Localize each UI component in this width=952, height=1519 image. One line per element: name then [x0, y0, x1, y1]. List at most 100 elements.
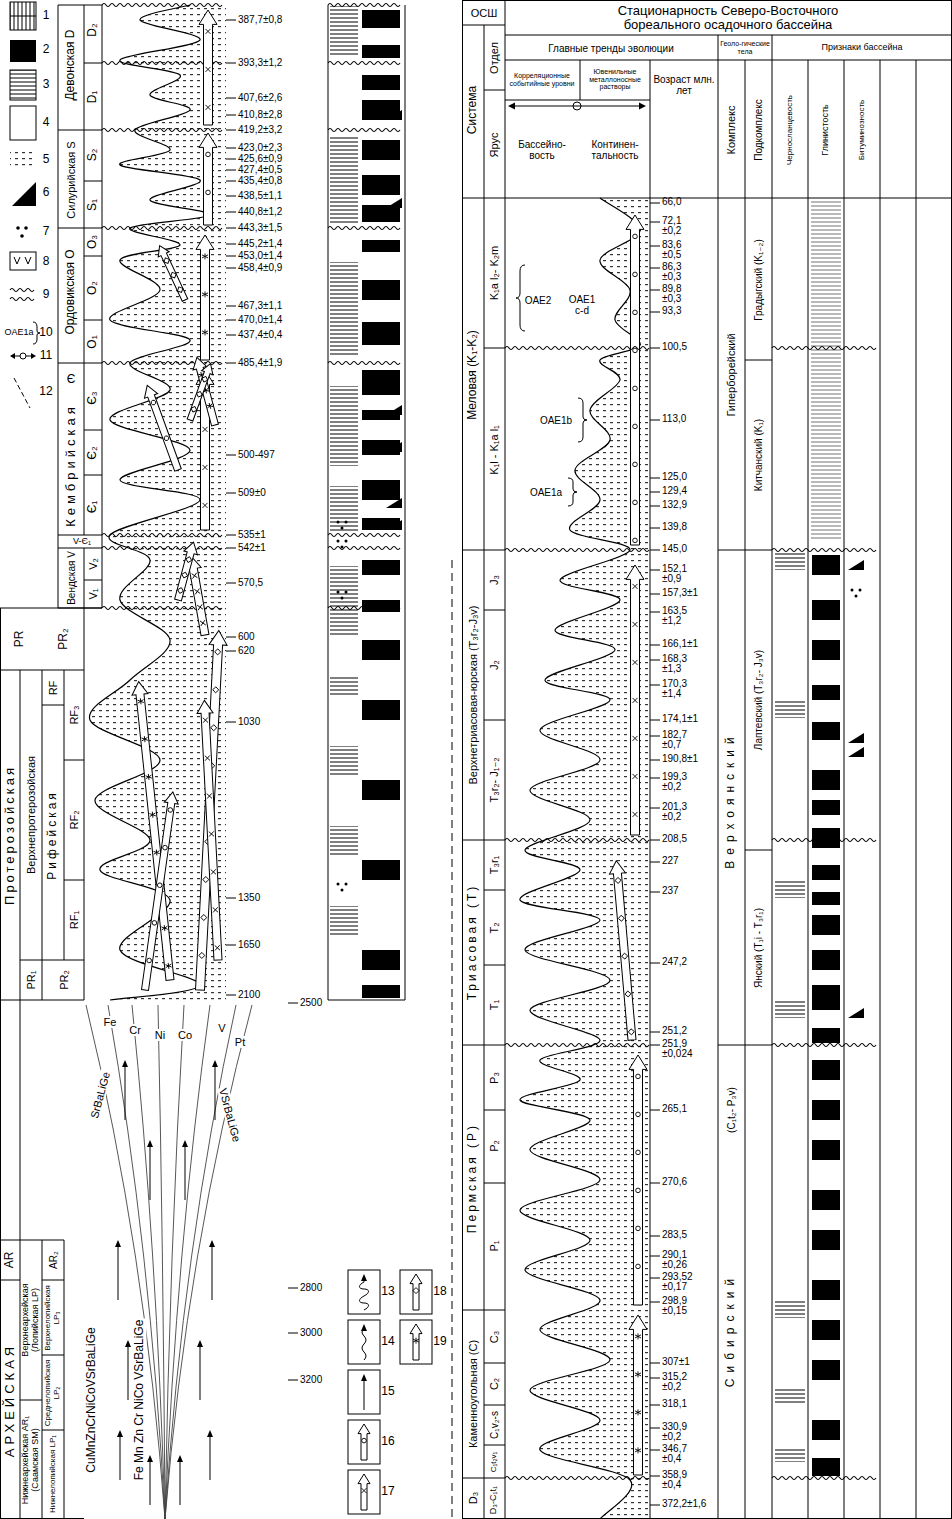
- text-label: P₂: [488, 1140, 500, 1152]
- clay-lines: [775, 1388, 805, 1403]
- rule-line: [462, 1310, 505, 1311]
- mark-cross: [203, 465, 208, 470]
- unconformity-line: [328, 547, 400, 550]
- rule-line: [58, 5, 59, 608]
- age-tick: [650, 1032, 660, 1033]
- age-label: 290,1 ±0,26: [662, 1250, 702, 1270]
- text-label: T₃r₂- J₁₋₂: [488, 757, 500, 802]
- unconformity-line: [772, 1477, 876, 1480]
- juvenile-arrow-shaft: [125, 1065, 126, 1120]
- mark-star: [635, 1371, 641, 1377]
- text-label: Подкомплекс: [753, 99, 764, 161]
- age-tick: [650, 1363, 660, 1364]
- rule-line: [58, 228, 102, 229]
- age-label: 318,1: [662, 1399, 702, 1409]
- legend-number: 7: [43, 225, 50, 238]
- mark-diamond: [621, 953, 628, 960]
- text-label: CuMnZnCrNiCoVSrBaLiGe: [85, 1327, 98, 1472]
- age-tick: [226, 335, 236, 336]
- mark-circle: [633, 538, 638, 543]
- mark-circle: [163, 435, 169, 441]
- rule-line: [58, 5, 102, 6]
- age-label: 170,3 ±1,4: [662, 679, 702, 699]
- legend-sample: [10, 106, 36, 140]
- mark-diamond: [177, 587, 184, 594]
- text-label: C₃: [488, 1331, 500, 1343]
- black-shale-bar: [812, 770, 840, 790]
- legend-sample: [10, 353, 36, 359]
- unconformity-line: [328, 362, 400, 365]
- rule-line: [505, 100, 650, 101]
- rule-line: [462, 1045, 505, 1046]
- age-tick: [226, 148, 236, 149]
- text-label: S₁: [86, 199, 99, 211]
- age-tick: [650, 478, 660, 479]
- legend-number: 16: [381, 1435, 394, 1448]
- text-label: Верхнеархейская (Лопийская LP): [21, 1265, 41, 1375]
- text-label: Рифейская: [46, 790, 59, 880]
- age-label: 145,0: [662, 544, 702, 554]
- text-label: RF₃: [68, 705, 80, 724]
- age-tick: [650, 612, 660, 613]
- juvenile-arrow-shaft: [200, 1345, 201, 1400]
- age-label: 570,5: [238, 577, 263, 588]
- age-tick: [226, 637, 236, 638]
- text-label: C₂: [488, 1378, 500, 1390]
- black-shale-bar: [812, 800, 840, 815]
- text-label: D₁: [86, 91, 99, 104]
- juvenile-arrow-head: [207, 1430, 213, 1437]
- age-tick: [650, 550, 660, 551]
- trend-arrow: [410, 1324, 422, 1360]
- mark-cross: [633, 812, 638, 817]
- text-label: PR₂: [57, 628, 70, 649]
- age-label: 620: [238, 645, 255, 656]
- age-tick: [650, 963, 660, 964]
- juvenile-arrow-head: [361, 1374, 367, 1381]
- mark-cross: [362, 1488, 367, 1493]
- arrow-outline: [358, 1474, 370, 1510]
- juvenile-arrow-shaft: [128, 1345, 129, 1400]
- unconformity-line: [505, 839, 649, 842]
- black-shale-bar: [362, 10, 400, 28]
- rule-line: [58, 130, 102, 131]
- mark-circle: [150, 400, 156, 406]
- text-label: Fe: [103, 1016, 118, 1028]
- unconformity-line: [505, 1477, 649, 1480]
- age-tick: [650, 660, 660, 661]
- age-label: 535±1: [238, 529, 266, 540]
- legend-sample: [14, 378, 30, 408]
- juvenile-arrow-head: [182, 1140, 188, 1147]
- clay-lines: [330, 746, 358, 776]
- trend-axis: [514, 106, 640, 107]
- age-tick: [226, 244, 236, 245]
- trend-arrow: [196, 235, 214, 360]
- age-tick: [650, 246, 660, 247]
- legend-swatch: [10, 40, 36, 62]
- text-label: Силурийская S: [65, 141, 77, 218]
- text-label: Возраст млн. лет: [653, 74, 715, 96]
- unconformity-line: [10, 289, 34, 292]
- clay-lines: [330, 386, 358, 466]
- rule-line: [951, 0, 952, 1519]
- age-label: 440,8±1,2: [238, 206, 282, 217]
- arrow-outline: [138, 791, 180, 991]
- text-label: Корреляционные событийные уровни: [507, 72, 577, 87]
- rule-line: [484, 965, 505, 966]
- age-label: 470,0±1,4: [238, 314, 282, 325]
- text-label: T₃r₁: [488, 856, 500, 875]
- black-shale-bar: [812, 1360, 840, 1380]
- legend-number: 13: [381, 1285, 394, 1298]
- age-label: 423,0±2,3: [238, 142, 282, 153]
- age-tick: [650, 268, 660, 269]
- juvenile-arrow-head: [117, 1430, 123, 1437]
- age-tick: [650, 570, 660, 571]
- legend-number: 19: [433, 1335, 446, 1348]
- mark-circle: [362, 1438, 367, 1443]
- basin-fill: [520, 198, 650, 1519]
- legend-sample: [362, 1328, 366, 1360]
- mark-circle: [636, 1074, 641, 1079]
- oae-brace: [578, 398, 587, 442]
- unconformity-line: [328, 227, 400, 230]
- juvenile-arrow-head: [147, 1140, 153, 1147]
- age-label: 166,1±1: [662, 639, 702, 649]
